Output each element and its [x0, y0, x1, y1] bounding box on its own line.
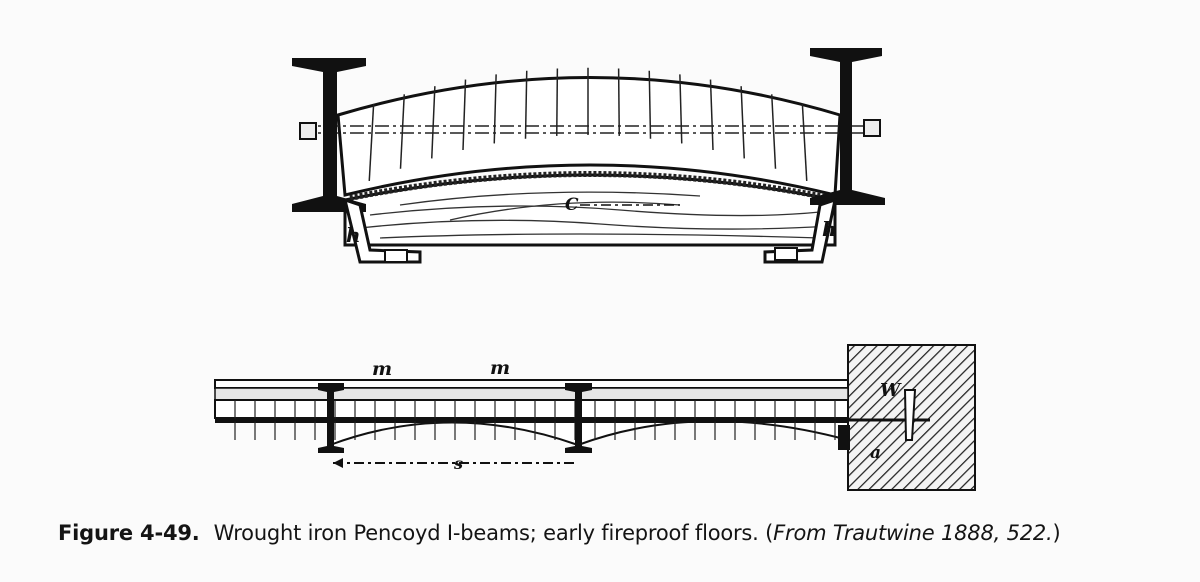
voussoir-joint: [399, 94, 405, 169]
voussoir-joint: [431, 86, 436, 159]
voussoir-joint: [368, 103, 375, 181]
voussoir-joint: [648, 70, 652, 139]
i-beam-right: [810, 48, 885, 205]
voussoir-joint: [493, 74, 497, 144]
voussoir-joint: [709, 79, 714, 151]
voussoir-joint: [617, 68, 620, 136]
label-s: s: [453, 454, 463, 473]
voussoir-joint: [771, 94, 777, 169]
voussoir-joint: [524, 70, 528, 139]
wall-anchor-plate: [903, 389, 917, 441]
label-m-1: m: [372, 358, 392, 380]
figure-number: Figure 4-49.: [58, 521, 200, 545]
figure-caption: Figure 4-49. Wrought iron Pencoyd I-beams…: [58, 521, 1061, 545]
i-beam-left: [292, 58, 366, 212]
bracket-left: [342, 197, 422, 264]
voussoir-joint: [679, 74, 683, 144]
bracket-right: [763, 197, 838, 264]
fireproof-floor-diagram: h h C m m W a s: [214, 48, 976, 491]
floor-beam-2: [565, 383, 592, 453]
voussoir-joint: [556, 68, 559, 136]
label-c: C: [565, 195, 579, 215]
label-w: W: [880, 380, 902, 401]
label-h-right: h: [822, 217, 837, 241]
voussoir-joint: [801, 103, 808, 181]
caption-close: ): [1052, 521, 1061, 545]
floor-beam-1: [318, 383, 344, 453]
label-m-2: m: [490, 357, 510, 379]
top-arch-section: h h C: [292, 48, 885, 264]
bottom-floor-section: m m W a s: [214, 344, 976, 491]
voussoir-joint: [462, 79, 467, 151]
label-h-left: h: [346, 223, 361, 247]
caption-text: Wrought iron Pencoyd I-beams; early fire…: [213, 521, 774, 545]
voussoir-joint: [740, 86, 745, 159]
label-a: a: [870, 443, 881, 463]
caption-source: From Trautwine 1888, 522.: [773, 521, 1053, 545]
